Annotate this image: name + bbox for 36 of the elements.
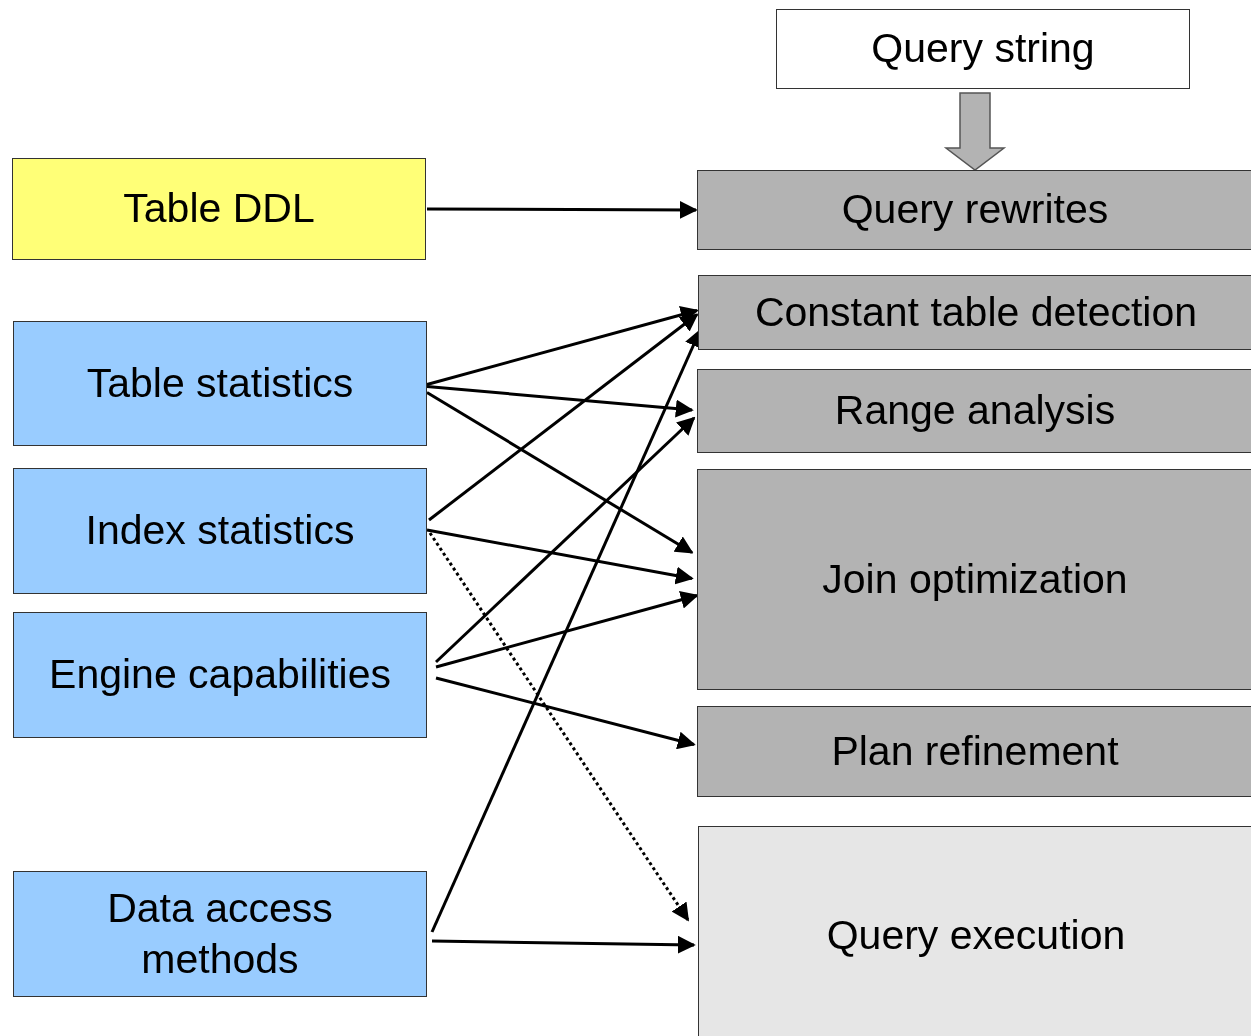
node-label: Query execution (825, 911, 1127, 961)
input-box (13, 321, 427, 446)
node-label: Engine capabilities (49, 650, 391, 700)
node-label: Range analysis (833, 386, 1117, 436)
input-box (776, 9, 1190, 89)
node-label: Plan refinement (830, 726, 1120, 776)
node-label: Data access methods (106, 883, 334, 984)
input-box (13, 612, 427, 738)
process-box (698, 826, 1251, 1036)
arrow (426, 528, 694, 585)
input-box (13, 871, 427, 997)
process-box (697, 469, 1251, 690)
arrow (428, 313, 699, 522)
process-box (698, 275, 1251, 350)
input-box (12, 158, 426, 260)
arrow (426, 391, 694, 554)
node-label: Query string (871, 24, 1095, 74)
node-label: Table statistics (86, 358, 354, 408)
arrow (428, 532, 690, 922)
process-box (697, 369, 1251, 453)
node-label: Query rewrites (840, 185, 1110, 235)
process-box (697, 706, 1251, 797)
node-label: Constant table detection (753, 287, 1199, 337)
block-arrow (943, 92, 1007, 171)
arrow (427, 200, 698, 219)
arrow (434, 416, 696, 664)
arrow (435, 591, 699, 669)
node-label: Join optimization (821, 554, 1129, 604)
process-box (697, 170, 1251, 250)
input-box (13, 468, 427, 594)
arrow (431, 935, 696, 954)
arrow (426, 385, 694, 418)
arrow (426, 306, 699, 386)
node-label: Table DDL (123, 184, 315, 234)
node-label: Index statistics (85, 506, 355, 556)
arrow (435, 676, 696, 750)
